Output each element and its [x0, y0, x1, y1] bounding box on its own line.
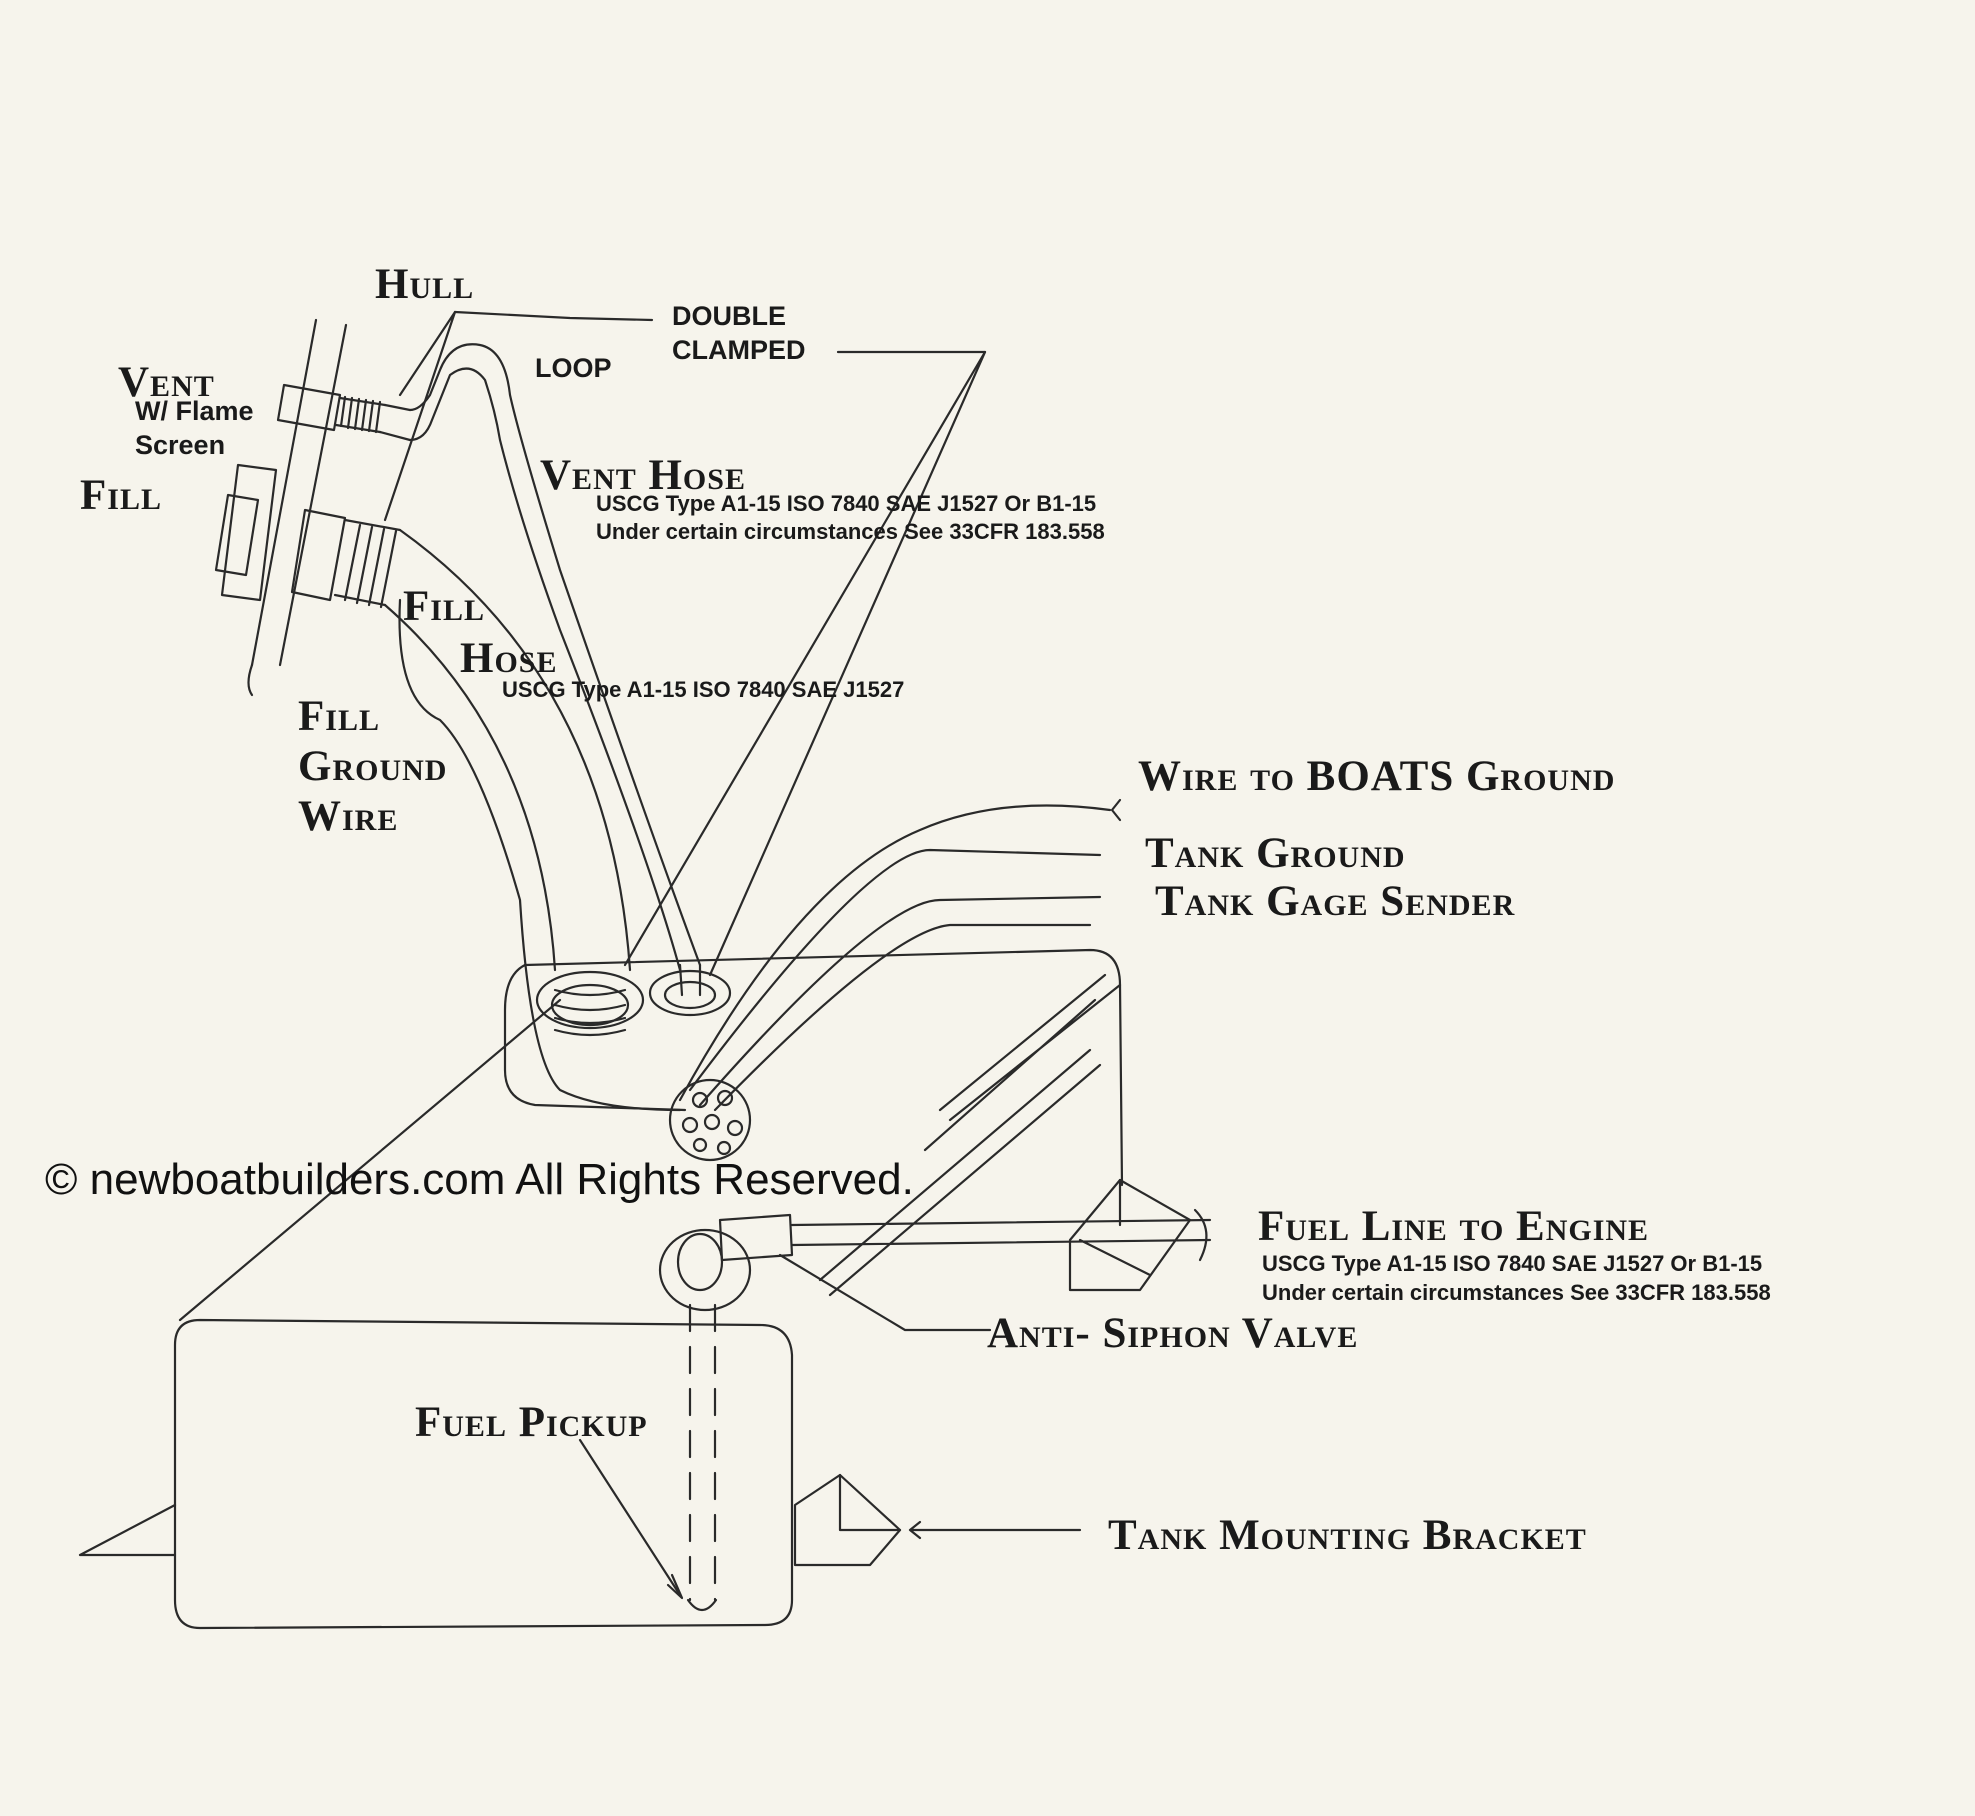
label-vent-hose-spec2: Under certain circumstances See 33CFR 18… [596, 519, 1105, 544]
label-fill-ground-2: Ground [298, 743, 448, 790]
label-anti-siphon-valve: Anti- Siphon Valve [987, 1310, 1359, 1357]
copyright-notice: © newboatbuilders.com All Rights Reserve… [45, 1155, 914, 1204]
label-fuel-pickup: Fuel Pickup [415, 1399, 648, 1446]
label-vent: Vent [118, 359, 215, 406]
tank-body [78, 1318, 794, 1630]
label-hull: Hull [375, 261, 475, 308]
label-fill-ground-3: Wire [298, 793, 399, 840]
tank-mounting-bracket-upper [1068, 1178, 1192, 1292]
label-wire-to-boats-ground: Wire to BOATS Ground [1138, 753, 1616, 800]
label-fuel-line: Fuel Line to Engine [1258, 1203, 1650, 1250]
tank-fill-opening [535, 970, 645, 1037]
label-fuel-line-spec1: USCG Type A1-15 ISO 7840 SAE J1527 Or B1… [1262, 1251, 1763, 1276]
tank-vent-opening [648, 963, 732, 1017]
hull-wall [247, 318, 348, 697]
label-fill-ground-1: Fill [298, 693, 380, 740]
fill-ground-wire [398, 598, 682, 1112]
fill-fitting [214, 463, 402, 607]
label-fill-hose-spec: USCG Type A1-15 ISO 7840 SAE J1527 [502, 677, 905, 702]
vent-fitting [276, 383, 412, 442]
label-clamped: CLAMPED [672, 335, 806, 365]
label-vent-sub2: Screen [135, 430, 226, 460]
label-double: DOUBLE [672, 301, 786, 331]
label-vent-hose-spec1: USCG Type A1-15 ISO 7840 SAE J1527 Or B1… [596, 491, 1097, 516]
label-fill-hose-2: Hose [460, 635, 558, 682]
tank-mounting-bracket-lower [793, 1473, 1082, 1567]
label-loop: LOOP [535, 353, 612, 383]
fuel-pickup-tube [578, 1303, 718, 1612]
label-tank-gage-sender: Tank Gage Sender [1155, 878, 1516, 925]
anti-siphon-valve [658, 1208, 1212, 1312]
label-vent-hose: Vent Hose [540, 452, 746, 499]
tank-top [178, 948, 1124, 1322]
label-fill: Fill [80, 472, 162, 519]
vent-hose [408, 343, 702, 972]
label-tank-mounting-bracket: Tank Mounting Bracket [1108, 1512, 1587, 1559]
label-tank-ground: Tank Ground [1145, 830, 1406, 877]
anti-siphon-leader [778, 1253, 992, 1332]
fill-hose [383, 528, 632, 972]
double-clamped-leader [383, 310, 987, 977]
tank-gage-sender-plate [668, 1078, 752, 1162]
label-fill-hose-1: Fill [403, 583, 485, 630]
label-fuel-line-spec2: Under certain circumstances See 33CFR 18… [1262, 1280, 1771, 1305]
gage-sender-wires [678, 798, 1122, 1112]
label-vent-sub1: W/ Flame [135, 396, 254, 426]
fill-hose-clamp [343, 523, 398, 609]
